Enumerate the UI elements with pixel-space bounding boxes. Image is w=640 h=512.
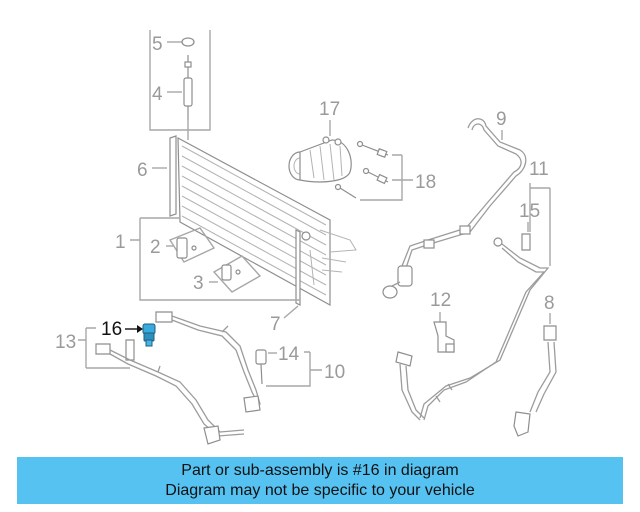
part-label-13[interactable]: 13 [55, 332, 76, 353]
part-11-15-hose[interactable] [419, 233, 550, 421]
part-label-12[interactable]: 12 [430, 290, 451, 311]
part-label-11[interactable]: 11 [529, 159, 549, 180]
part-label-8[interactable]: 8 [544, 293, 555, 314]
part-13-liquid-line[interactable] [95, 339, 245, 445]
ac-condenser-exploded-diagram: 5 4 [55, 30, 557, 445]
part-16-arrow-head [137, 325, 143, 333]
part-label-5[interactable]: 5 [152, 34, 163, 55]
part-label-17[interactable]: 17 [319, 99, 340, 120]
part-5-cap[interactable] [181, 37, 195, 47]
part-label-18[interactable]: 18 [415, 172, 436, 193]
part-label-6[interactable]: 6 [137, 160, 148, 181]
part-18-bolts[interactable] [334, 140, 389, 199]
condenser-assembly[interactable] [177, 136, 357, 307]
part-label-15[interactable]: 15 [519, 201, 540, 222]
part-label-1[interactable]: 1 [115, 232, 126, 253]
part-label-14[interactable]: 14 [278, 344, 300, 365]
part-label-7[interactable]: 7 [270, 314, 281, 335]
part-10-14-hose[interactable] [155, 311, 267, 413]
part-label-16[interactable]: 16 [101, 319, 122, 340]
part-3-bracket[interactable] [212, 255, 262, 293]
part-label-4[interactable]: 4 [152, 84, 163, 105]
caption-line-1: Part or sub-assembly is #16 in diagram [181, 462, 459, 479]
part-9-hose[interactable] [382, 118, 527, 299]
part-2-bracket[interactable] [168, 227, 216, 263]
part-17-compressor[interactable] [288, 136, 352, 183]
suction-hose[interactable] [395, 351, 425, 421]
part-label-2[interactable]: 2 [150, 237, 161, 258]
bracket-box-4-5 [149, 30, 211, 131]
part-label-9[interactable]: 9 [496, 109, 507, 130]
part-12-fitting[interactable] [433, 321, 455, 353]
caption-line-2: Diagram may not be specific to your vehi… [165, 482, 475, 499]
part-16-pressure-switch[interactable] [142, 323, 156, 347]
part-label-10[interactable]: 10 [324, 362, 345, 383]
part-8-hose[interactable] [513, 325, 557, 437]
part-caption-banner: Part or sub-assembly is #16 in diagram D… [17, 457, 623, 504]
part-4-drier-rod[interactable] [183, 55, 193, 120]
part-label-3[interactable]: 3 [193, 273, 204, 294]
part-6-side-seal[interactable] [169, 135, 177, 217]
